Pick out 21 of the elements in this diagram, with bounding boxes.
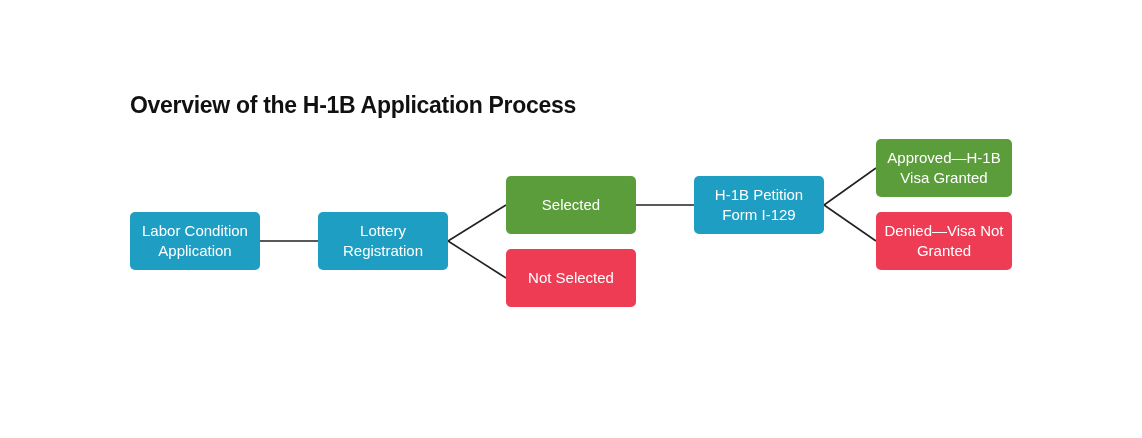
process-box <box>876 139 1012 197</box>
box-label: Selected <box>541 195 601 215</box>
process-box <box>506 176 636 234</box>
process-box <box>130 212 260 270</box>
process-box <box>876 212 1012 270</box>
box-label: Lottery Registration <box>341 221 424 261</box>
connector-line <box>823 204 877 242</box>
connector-line <box>823 167 877 206</box>
process-box <box>318 212 448 270</box>
box-label: Not Selected <box>528 268 614 288</box>
connector-line <box>447 204 507 242</box>
connector-line <box>635 204 695 206</box>
connector-line <box>259 240 319 242</box>
box-label: H-1B Petition Form I-129 <box>713 185 805 225</box>
box-label: Approved—H-1B Visa Granted <box>886 148 1002 188</box>
process-box <box>694 176 824 234</box>
process-box <box>506 249 636 307</box>
box-label: Denied—Visa Not Granted <box>883 221 1005 261</box>
box-label: Labor Condition Application <box>141 221 249 261</box>
connector-line <box>447 240 507 279</box>
diagram-title: Overview of the H-1B Application Process <box>130 92 576 119</box>
